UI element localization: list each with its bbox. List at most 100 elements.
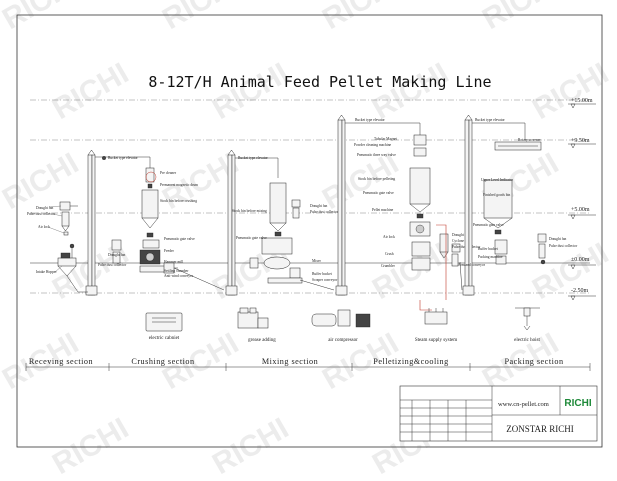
callout-label: Cyclone [452, 239, 464, 243]
callout-label: Arm and conveyor [458, 263, 486, 267]
callout-label: Draught fan [452, 233, 469, 237]
website-text: www.cn-pellet.com [498, 401, 549, 408]
watermark-text: RICHI [527, 57, 614, 126]
pelletizing-section-drawing: Bucket type elevator Tubular Magnet Powd… [345, 118, 481, 271]
callout-label: Pneumatic gate valve [363, 191, 394, 195]
callout-label: Permanent magnetic drum [160, 183, 198, 187]
callout-label: Pulse dust collector [549, 244, 578, 248]
watermark-text: RICHI [207, 412, 294, 481]
electric-cabinet: electric cabniet [145, 312, 183, 341]
electric-hoist-unit: electric hoist [514, 307, 540, 343]
callout-label: Pulse dust collector [310, 210, 339, 214]
title-block: www.cn-pellet.com ZONSTAR RICHI [399, 385, 598, 442]
callout-label: Upper Level Indicator [481, 178, 514, 182]
watermark-text: RICHI [317, 147, 404, 216]
packing-section-drawing: Bucket type elevator Rotary screener Upp… [458, 118, 578, 267]
callout-label: Pulse dust collector [27, 212, 56, 216]
callout-label: Stock bin before mixing [232, 209, 267, 213]
level-markers: +15.00m +9.50m +5.00m ±0.00m -2.50m [568, 98, 596, 301]
level-label: +15.00m [571, 98, 593, 104]
callout-label: Bucket type elevator [355, 118, 386, 122]
section-label-receiving: Receving section [29, 357, 93, 366]
callout-label: Stock bin before pelleting [358, 177, 395, 181]
callout-label: Tubular Magnet [374, 137, 397, 141]
level-label: -2.50m [571, 288, 588, 294]
callout-label: Pellet machine [372, 208, 394, 212]
callout-label: Stock bin before crushing [160, 199, 197, 203]
callout-label: Pneumatic gate valve [473, 223, 504, 227]
bucket-elevator-3 [335, 114, 348, 296]
callout-label: Packing machine [478, 255, 503, 259]
level-label: ±0.00m [571, 257, 590, 263]
level-marker: +15.00m [568, 98, 596, 109]
section-label-mixing: Mixing section [262, 357, 318, 366]
callout-label: Finished goods bin [483, 193, 511, 197]
callout-label: Draught fan [36, 206, 53, 210]
callout-label: Buffer bucket [478, 247, 498, 251]
equipment-label: electric cabniet [149, 336, 180, 341]
richi-logo: RICHI [564, 398, 591, 409]
callout-label: Buffer bucket [312, 272, 332, 276]
callout-label: Feeder [164, 249, 175, 253]
callout-label: Crush [385, 252, 394, 256]
callout-label: Draught fan [108, 253, 125, 257]
receiving-section-drawing: Draught fan Pulse dust collector Air loc… [27, 201, 86, 293]
equipment-label: air compressor [328, 338, 358, 343]
mixing-section-drawing: Bucket type elevator Stock bin before mi… [232, 156, 339, 284]
callout-label: Hammer mill [164, 260, 183, 264]
callout-label: Bucket type elevator [108, 156, 139, 160]
company-name: ZONSTAR RICHI [506, 424, 574, 434]
section-band: Receving section Crushing section Mixing… [25, 357, 591, 371]
callout-label: Bucket type elevator [238, 156, 269, 160]
logo-text: RICHI [564, 398, 591, 409]
level-marker: +5.00m [568, 207, 596, 220]
level-marker: -2.50m [568, 288, 596, 301]
level-marker: +9.50m [568, 138, 596, 149]
callout-label: Draught fan [549, 237, 566, 241]
callout-label: Air lock [383, 235, 395, 239]
equipment-label: electric hoist [514, 338, 540, 343]
level-label: +5.00m [571, 207, 590, 213]
bucket-elevator-2 [225, 149, 238, 296]
callout-label: Pneumatic gate valve [164, 237, 195, 241]
bucket-elevator-1 [85, 149, 98, 296]
callout-label: Powder cleaning machine [354, 143, 392, 147]
transfer-lines [86, 261, 463, 293]
grease-adding-unit: grease adding [237, 307, 276, 343]
watermark-text: RICHI [157, 0, 244, 36]
equipment-label: grease adding [248, 338, 276, 343]
callout-label: Settling chamber [164, 269, 189, 273]
section-label-pelletizing: Pelletizing&cooling [373, 357, 448, 366]
callout-label: Pneumatic gate valve [236, 236, 267, 240]
callout-label: Anti-wind conveyor [164, 274, 194, 278]
level-marker: ±0.00m [568, 257, 596, 270]
callout-label: Pre cleaner [160, 171, 177, 175]
callout-label: Air lock [38, 225, 50, 229]
steam-supply-unit: Steam supply system [415, 308, 457, 343]
drawing-title: 8-12T/H Animal Feed Pellet Making Line [148, 73, 491, 91]
watermark-text: RICHI [47, 412, 134, 481]
callout-label: Draught fan [310, 204, 327, 208]
bucket-elevator-4 [462, 114, 475, 296]
callout-label: Intake Hopper [36, 270, 57, 274]
callout-label: Crumbler [381, 264, 396, 268]
watermark-text: RICHI [47, 57, 134, 126]
section-label-crushing: Crushing section [131, 357, 194, 366]
callout-label: Mixer [312, 259, 322, 263]
crushing-section-drawing: Bucket type elevator Pre cleaner Permane… [95, 156, 198, 278]
drawing-frame [16, 14, 603, 448]
section-label-packing: Packing section [504, 357, 563, 366]
steam-lines [419, 224, 447, 311]
callout-label: Rotary screener [518, 138, 541, 142]
air-compressor-unit: air compressor [311, 309, 371, 343]
watermark-text: RICHI [317, 0, 404, 36]
level-label: +9.50m [571, 138, 590, 144]
watermark-text: RICHI [477, 0, 564, 36]
watermark-text: RICHI [367, 57, 454, 126]
watermark-text: RICHI [207, 57, 294, 126]
equipment-label: Steam supply system [415, 338, 457, 343]
callout-label: Bucket type elevator [475, 118, 506, 122]
callout-label: Pulse dust collector [98, 263, 127, 267]
callout-label: Pneumatic three way valve [357, 153, 396, 157]
